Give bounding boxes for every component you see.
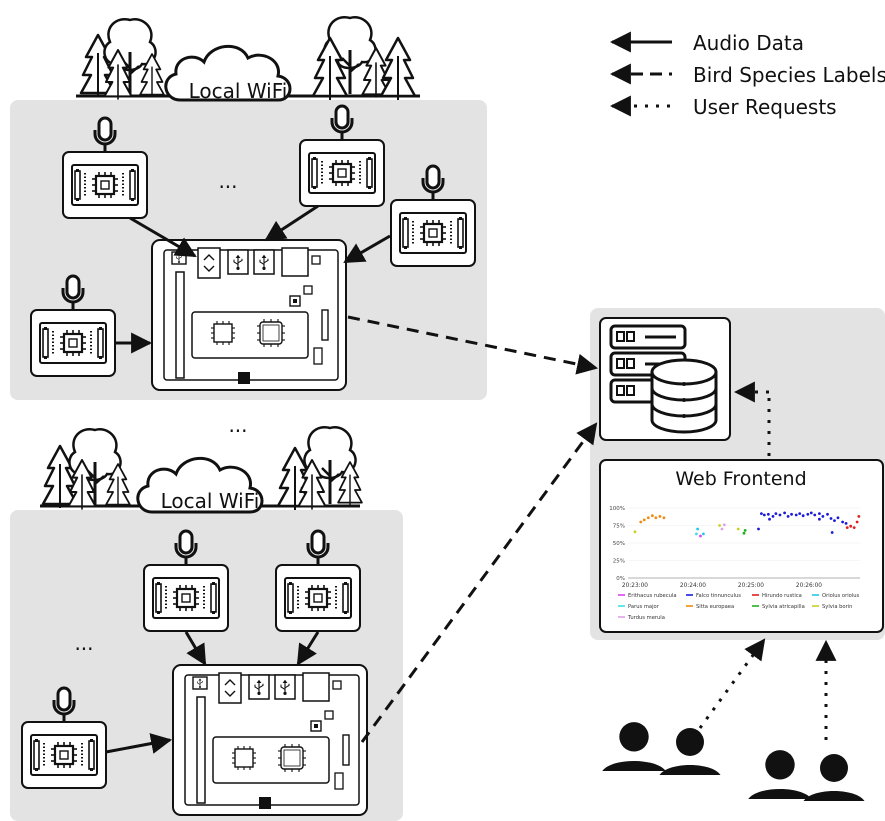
legend-series-label: Sylvia borin: [822, 604, 852, 610]
data-point: [722, 523, 726, 527]
legend-label-bird-species-labels: Bird Species Labels: [693, 63, 885, 87]
data-point: [849, 524, 853, 528]
data-point: [794, 513, 798, 517]
legend-item-audio-data: Audio Data: [609, 31, 804, 55]
x-tick-label: 20:24:00: [680, 583, 706, 589]
data-point: [809, 511, 813, 515]
data-point: [768, 517, 771, 521]
legend-series-label: Turdus merula: [627, 615, 665, 621]
data-point: [801, 514, 805, 518]
data-point: [829, 517, 833, 520]
data-point: [639, 520, 643, 524]
data-point: [852, 526, 856, 529]
data-point: [857, 515, 861, 518]
site-1-more-sensors: ...: [218, 169, 237, 193]
data-point: [830, 531, 834, 534]
y-tick-label: 0%: [616, 576, 625, 582]
data-point: [650, 514, 654, 518]
data-point: [646, 516, 650, 520]
users-group-2: [744, 750, 872, 821]
data-point: [836, 516, 840, 520]
database-icon: [650, 358, 718, 434]
data-point: [818, 517, 821, 521]
site-1: Local WiFi ...: [10, 15, 487, 400]
site-1-cloud-label: Local WiFi: [189, 79, 288, 103]
data-point: [771, 515, 775, 518]
legend-series-label: Oriolus oriolus: [822, 593, 860, 599]
legend-label-user-requests: User Requests: [693, 95, 837, 119]
labels-arrow-site-1: [347, 315, 599, 375]
data-point: [783, 511, 786, 515]
server-panel: Web Frontend 100% 75% 50% 25% 0%20:23:00 20:2…: [590, 308, 885, 640]
x-tick-label: 20:25:00: [738, 583, 764, 589]
data-point: [798, 512, 802, 515]
request-arrow-users-1: [698, 638, 766, 729]
data-point: [844, 522, 848, 525]
data-point: [662, 516, 666, 520]
legend-series-label: Erithacus rubecula: [628, 593, 677, 599]
legend-item-user-requests: User Requests: [609, 95, 837, 119]
data-point: [695, 532, 698, 536]
data-point: [736, 527, 740, 531]
site-2-cloud-label: Local WiFi: [161, 489, 260, 513]
data-point: [855, 520, 859, 524]
data-point: [658, 515, 662, 518]
data-point: [702, 532, 705, 536]
y-tick-label: 100%: [609, 506, 625, 512]
data-point: [642, 518, 646, 522]
site-2: Local WiFi ...: [10, 425, 403, 821]
data-point: [786, 515, 790, 518]
legend-series-label: Parus major: [628, 604, 660, 610]
y-tick-label: 75%: [613, 524, 625, 530]
legend-series-label: Sitta europaea: [696, 604, 734, 610]
users-group-1: [598, 722, 728, 795]
frontend-title: Web Frontend: [675, 468, 806, 490]
site-2-base-station: [173, 665, 367, 815]
data-point: [760, 512, 763, 515]
database-server: [599, 317, 731, 441]
labels-arrow-site-2: [360, 422, 598, 743]
data-point: [696, 527, 699, 531]
site-1-base-station: [152, 240, 346, 390]
data-point: [833, 519, 836, 522]
data-point: [718, 524, 722, 527]
data-point: [821, 515, 825, 518]
legend-series-label: Sylvia atricapilla: [762, 604, 805, 610]
data-point: [633, 530, 637, 534]
data-point: [742, 531, 746, 535]
legend-item-bird-species-labels: Bird Species Labels: [609, 63, 885, 87]
legend: Audio Data Bird Species Labels User Requ…: [609, 31, 885, 119]
species-chart: 100% 75% 50% 25% 0%20:23:00 20:24:00 20:25:00 2…: [609, 506, 861, 621]
y-tick-label: 50%: [613, 541, 625, 547]
site-2-more-sensors: ...: [74, 631, 93, 655]
x-tick-label: 20:23:00: [622, 583, 648, 589]
data-point: [826, 512, 829, 516]
web-frontend[interactable]: Web Frontend 100% 75% 50% 25% 0%20:23:00 20:2…: [599, 459, 884, 633]
data-point: [806, 512, 810, 516]
legend-series-label: Hirundo rustica: [762, 593, 802, 599]
data-point: [699, 534, 702, 538]
y-tick-label: 25%: [613, 559, 625, 565]
data-point: [743, 529, 747, 532]
more-sites-ellipsis: ...: [228, 413, 247, 437]
data-point: [720, 527, 724, 531]
data-point: [813, 513, 817, 517]
data-point: [774, 512, 778, 515]
x-tick-label: 20:26:00: [796, 583, 822, 589]
legend-label-audio-data: Audio Data: [693, 31, 804, 55]
data-point: [845, 526, 849, 529]
data-point: [757, 527, 760, 531]
data-point: [654, 516, 658, 520]
data-point: [778, 513, 782, 517]
data-point: [766, 512, 770, 516]
data-point: [841, 520, 844, 524]
data-point: [762, 513, 766, 517]
data-point: [790, 512, 793, 516]
data-point: [818, 512, 821, 515]
legend-series-label: Falco tinnunculus: [696, 593, 741, 599]
